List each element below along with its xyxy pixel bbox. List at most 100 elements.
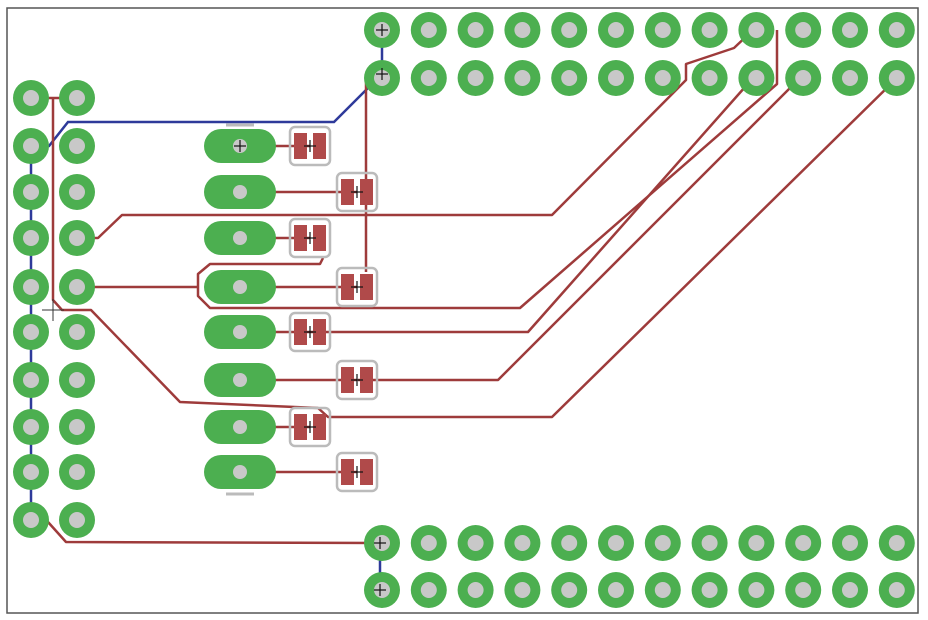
smd-pad-pair — [341, 459, 373, 485]
smd-pads — [294, 133, 373, 485]
via-cross — [374, 584, 386, 596]
smd-pad-pair — [341, 367, 373, 393]
header-pad — [691, 12, 728, 48]
header-pad — [738, 12, 775, 48]
header-pad — [13, 454, 49, 490]
header-pad — [504, 60, 541, 96]
header-pad — [738, 525, 775, 561]
header-pad — [13, 502, 49, 538]
via-cross — [304, 232, 316, 244]
smd-outline — [335, 451, 379, 493]
header-pad — [410, 525, 447, 561]
header-pad — [13, 220, 49, 256]
header-pad — [644, 572, 681, 608]
header-pad — [59, 220, 95, 256]
smd-pad-pair — [294, 319, 326, 345]
smd-outline — [288, 311, 332, 353]
header-pad — [551, 525, 588, 561]
top-traces — [30, 29, 898, 545]
header-pad — [59, 174, 95, 210]
header-pad — [598, 525, 634, 561]
header-pad — [410, 572, 447, 608]
via-cross — [304, 140, 316, 152]
via-cross — [304, 326, 316, 338]
header-pad — [410, 60, 447, 96]
via-cross — [376, 68, 388, 80]
header-pad — [691, 525, 728, 561]
header-pad — [13, 409, 49, 445]
header-pad — [457, 60, 494, 96]
header-pad — [504, 572, 541, 608]
oval-pad — [204, 410, 276, 444]
via-cross — [304, 421, 316, 433]
origin-cross — [42, 299, 64, 321]
via-cross — [374, 537, 386, 549]
header-pad — [598, 572, 634, 608]
oval-pad — [204, 175, 276, 209]
header-pad — [691, 60, 728, 96]
header-pad — [59, 454, 95, 490]
smd-pad-pair — [341, 274, 373, 300]
smd-outline — [288, 406, 332, 448]
header-pad — [457, 12, 494, 48]
oval-pad — [204, 455, 276, 489]
via-cross — [376, 24, 388, 36]
smd-outline — [335, 266, 379, 308]
via-cross — [351, 374, 363, 386]
oval-pad — [204, 363, 276, 397]
header-pad — [59, 362, 95, 398]
header-pad — [785, 12, 822, 48]
via-cross — [351, 281, 363, 293]
header-pad — [644, 525, 681, 561]
header-pad — [13, 128, 49, 164]
header-pad — [832, 12, 868, 48]
header-pad — [878, 12, 915, 48]
header-pad — [457, 572, 494, 608]
smd-outlines — [288, 125, 379, 493]
header-pad — [504, 525, 541, 561]
smd-outline — [335, 359, 379, 401]
smd-pad-pair — [294, 225, 326, 251]
header-pad — [551, 12, 588, 48]
smd-outline — [288, 125, 332, 167]
via-cross — [351, 466, 363, 478]
header-pad — [59, 128, 95, 164]
header-pad — [878, 525, 915, 561]
header-pad — [878, 572, 915, 608]
header-pad — [504, 12, 541, 48]
header-pad — [13, 80, 49, 116]
header-pad — [59, 409, 95, 445]
header-pad — [59, 269, 95, 305]
header-pad — [13, 174, 49, 210]
oval-pads — [204, 123, 276, 496]
header-pad — [878, 60, 915, 96]
oval-pad — [204, 270, 276, 304]
header-pad — [832, 525, 868, 561]
oval-pad — [204, 315, 276, 349]
header-pad — [551, 572, 588, 608]
header-pad — [832, 60, 868, 96]
header-pad — [644, 12, 681, 48]
header-pad — [59, 314, 95, 350]
smd-pad-pair — [341, 179, 373, 205]
via-cross — [351, 186, 363, 198]
via-cross — [234, 140, 246, 152]
via-crosses — [234, 24, 388, 596]
header-pad — [832, 572, 868, 608]
smd-outline — [335, 171, 379, 213]
header-pad — [59, 502, 95, 538]
header-pad — [785, 525, 822, 561]
header-pad — [644, 60, 681, 96]
header-pad — [410, 12, 447, 48]
header-pad — [691, 572, 728, 608]
header-pad — [738, 60, 775, 96]
header-pad — [785, 572, 822, 608]
header-pad — [13, 314, 49, 350]
board-outline — [6, 7, 919, 614]
round-pads — [13, 12, 915, 608]
header-pad — [598, 60, 634, 96]
header-pad — [13, 362, 49, 398]
header-pad — [13, 269, 49, 305]
oval-pad — [204, 221, 276, 255]
